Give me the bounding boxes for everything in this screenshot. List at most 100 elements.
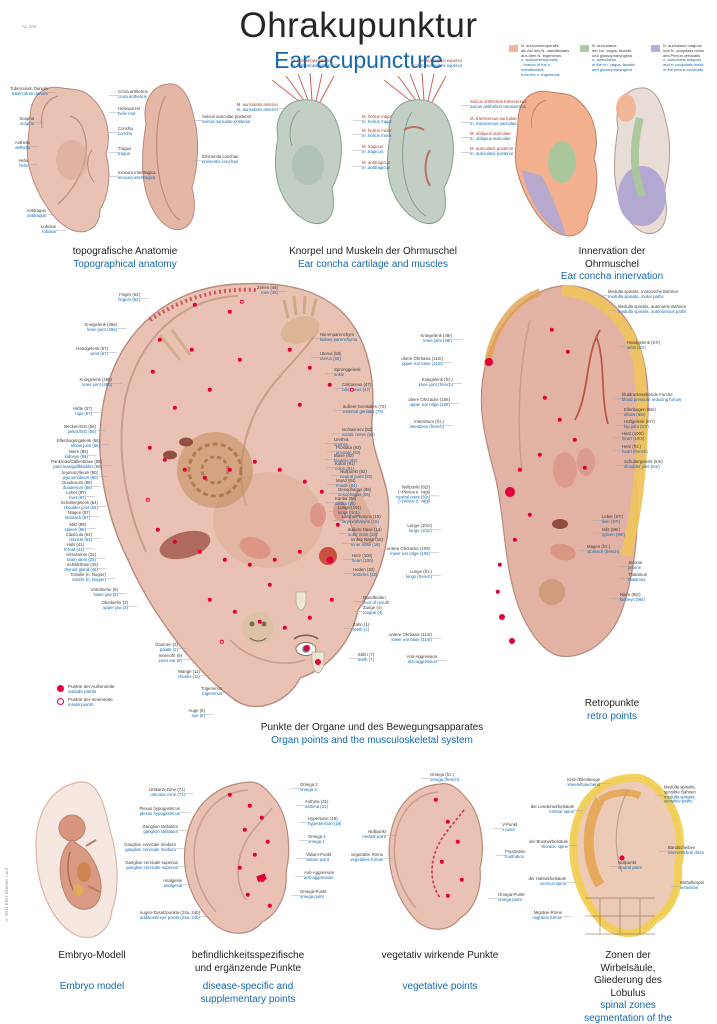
legend-de: Punkte der Außenseite: [68, 684, 115, 689]
point-label: äußere Nase (14)outer nose (14): [348, 527, 382, 537]
acupoint-dot: [445, 819, 451, 825]
cartilage-muscles-art: [271, 72, 454, 224]
inside-acupoint-dot: [239, 299, 245, 305]
acupoint-dot: [565, 349, 571, 355]
acupoint-dot: [247, 562, 253, 568]
legend-text-en: n. auriculares of the nn. vagus, faciali…: [592, 57, 635, 72]
point-label: Schultergelenk (64)shoulder joint (64): [60, 500, 98, 510]
acupoint-dot: [304, 645, 310, 651]
acupoint-dot: [207, 387, 213, 393]
caption-en: spinal zones segmentation of the lobulus: [584, 1000, 672, 1024]
acupoint-dot: [326, 556, 334, 564]
point-label: Hypertonie (19)hypertension (19): [308, 816, 342, 826]
caption-en: Topographical anatomy: [73, 258, 177, 270]
acupoint-dot: [302, 479, 308, 485]
caption-de: vegetativ wirkende Punkte: [381, 950, 499, 961]
title-german: Ohrakupunktur: [239, 6, 478, 45]
acupoint-dot: [495, 589, 501, 595]
point-label: Ellenbogengelenk (66)elbow joint (66): [56, 438, 100, 448]
disease-ear-art: [183, 781, 290, 934]
caption-spinal: Zonen der Wirbelsäule, Gliederung des Lo…: [584, 950, 673, 1024]
point-label: Mund (84)mouth (84): [336, 478, 357, 488]
open-dot-icon: [57, 698, 64, 705]
acupoint-dot: [433, 797, 439, 803]
point-label: Wange (11)cheeks (11): [177, 669, 200, 679]
point-label: Herz (100)heart (100): [352, 553, 374, 563]
acupoint-dot: [335, 522, 341, 528]
point-label: Pankreas/Gallenblase (96)pancreas/gallbl…: [51, 459, 102, 469]
acupoint-dot: [485, 358, 493, 366]
acupoint-dot: [549, 327, 555, 333]
point-label: Leber (97r)liver (97r): [602, 514, 624, 524]
legend-item-trigeminus: N. auriculotemporalis als Ast des N. man…: [509, 43, 573, 78]
acupoint-dot: [247, 803, 253, 809]
acupoint-dot: [252, 459, 258, 465]
legend-text-de: N. auricularis magnus und N. occipitalis…: [663, 43, 705, 58]
point-label: Omega (frz.)omega (french): [430, 772, 460, 782]
point-label: Uterus (58)uterus (58): [320, 351, 342, 361]
caption-de: Embryo-Modell: [58, 950, 126, 961]
point-label: Larynx/Pharynx (15)larynx/pharynx (15): [342, 514, 381, 524]
acupoint-dot: [557, 417, 563, 423]
point-label: Asthma (31)asthma (31): [305, 799, 329, 809]
caption-de: Innervation der Ohrmuschel: [578, 246, 646, 270]
caption-topographic: topografische Anatomie Topographical ana…: [73, 246, 178, 271]
copyright-text: © 2011 Erler-Zimmer, Lauf: [4, 868, 9, 923]
acupoint-dot: [282, 625, 288, 631]
caption-vegetative: vegetativ wirkende Punkte vegetative poi…: [382, 950, 499, 994]
point-label: Blase (92)bladder (92): [334, 453, 358, 463]
point-label: Lunge (101)lungs (101): [338, 505, 362, 515]
point-label: Hüftgelenk (57r)hip joint (57r): [624, 419, 655, 429]
point-label: Niere (95r)kidneys (95r): [620, 592, 645, 602]
point-label: Finger (62)fingers (62): [118, 292, 140, 302]
caption-en: vegetative points: [402, 981, 478, 992]
caption-en: Ear concha innervation: [560, 271, 664, 282]
point-label: Calcaneus (47)calcaneus (47): [342, 382, 372, 392]
point-label: Kniegelenk (49a)knee joint (49a): [84, 322, 118, 332]
point-label: Herz (frz.)heart (french): [622, 444, 648, 454]
point-label: Handgelenk (67r)wrist (67r): [627, 340, 661, 350]
point-label: Handgelenk (67)wrist (67): [76, 346, 108, 356]
legend-inside-points: Punkte der Innenseite inside points: [57, 697, 114, 707]
point-label: Zahn (1)teeth (1): [353, 622, 370, 632]
legend-de: Punkte der Innenseite: [68, 697, 113, 702]
acupoint-dot: [499, 614, 505, 620]
organ-ear-art: [99, 282, 390, 708]
retro-ear-art: [480, 284, 649, 658]
point-label: Schultergelenk (64r)shoulder joint (64r): [624, 459, 663, 469]
acupoint-dot: [277, 467, 283, 473]
spinal-ear-art: [569, 773, 685, 938]
point-label: Kniegelenk (49b)knee joint (49b): [79, 377, 113, 387]
acupoint-dot: [252, 852, 258, 858]
acupoint-dot: [572, 437, 578, 443]
inside-acupoint-dot: [349, 387, 355, 393]
acupoint-dot: [517, 467, 523, 473]
color-swatch-trigeminus: [509, 45, 518, 52]
point-label: Intestinum (frz.)intestines (french): [409, 419, 444, 429]
